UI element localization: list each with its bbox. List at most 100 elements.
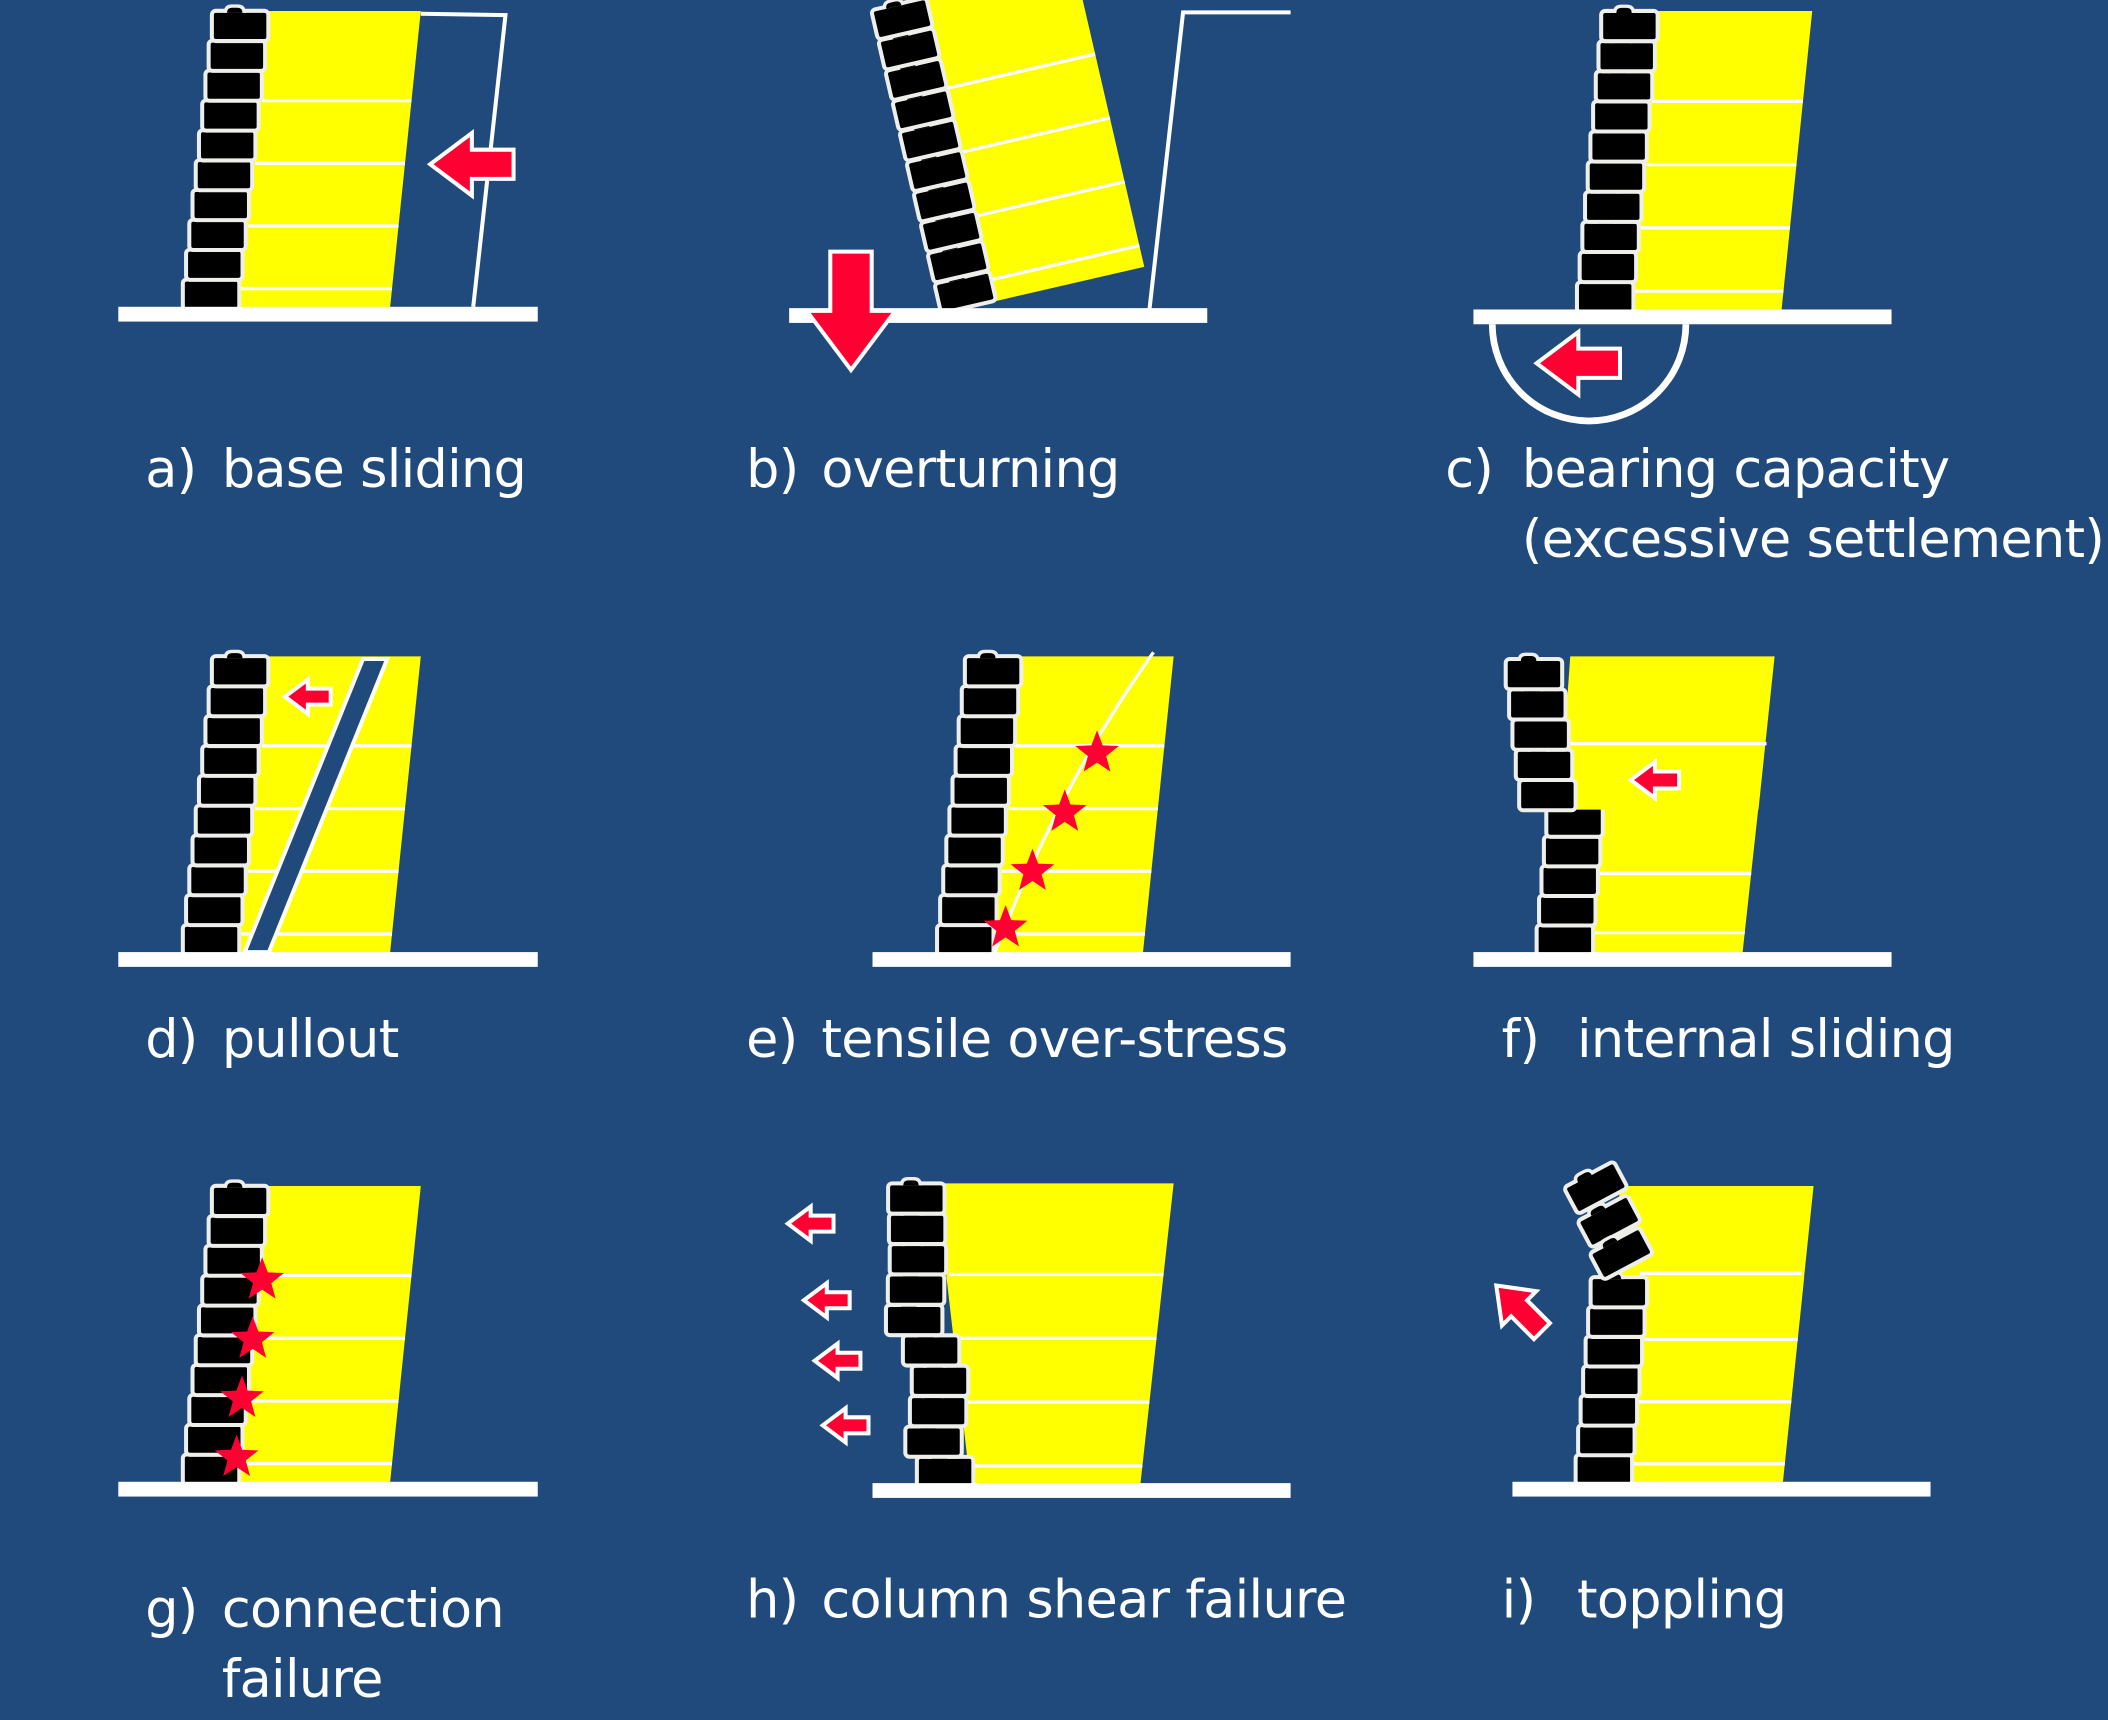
- backslope-outline: [1147, 10, 1291, 310]
- block-body: [907, 1394, 969, 1429]
- facing-block: [869, 0, 935, 41]
- reinforced-fill: [1559, 656, 1775, 810]
- block-connector: [1612, 4, 1636, 14]
- facing-block: [1588, 1270, 1650, 1310]
- block-body: [1503, 656, 1565, 692]
- block-body: [209, 1183, 271, 1219]
- block-connector: [1573, 1168, 1595, 1184]
- block-body: [1593, 69, 1655, 104]
- ground-line: [872, 952, 1291, 967]
- force-arrow-icon: [811, 1339, 863, 1382]
- block-body: [935, 922, 996, 957]
- force-arrow-icon: [1493, 1283, 1553, 1342]
- slip-circle: [1488, 324, 1690, 425]
- label-letter-d: d): [145, 1009, 197, 1070]
- block-body: [1591, 99, 1652, 134]
- force-arrow-icon: [1533, 327, 1623, 399]
- block-body: [903, 1424, 964, 1459]
- block-body: [950, 773, 1011, 808]
- block-body: [180, 922, 242, 957]
- block-body: [1513, 747, 1575, 783]
- failure-surface: [993, 651, 1155, 953]
- block-body: [206, 38, 268, 73]
- block-body: [1574, 279, 1636, 315]
- reinforced-fill: [1629, 1277, 1805, 1485]
- facing-block: [1576, 1194, 1642, 1249]
- block-body: [196, 128, 258, 163]
- reinforced-fill: [236, 1186, 421, 1485]
- failure-star-icon: [230, 1316, 275, 1358]
- block-body: [1507, 687, 1568, 722]
- block-body: [900, 1333, 962, 1368]
- label-text-d: pullout: [222, 1009, 399, 1070]
- failure-star-icon: [983, 905, 1028, 947]
- label-text-h: column shear failure: [821, 1570, 1346, 1631]
- reinforcement-layer: [990, 243, 1140, 282]
- reinforcement-layer: [976, 180, 1126, 218]
- ground-line: [118, 952, 538, 967]
- facing-block: [1599, 4, 1660, 44]
- block-body: [203, 68, 264, 103]
- label-text-c-line2: (excessive settlement): [1522, 509, 2104, 570]
- block-connector: [1599, 1234, 1621, 1250]
- block-body: [914, 1454, 976, 1490]
- block-connector: [899, 1177, 923, 1186]
- failure-wedge-outline: [420, 11, 508, 308]
- facing-block: [1503, 652, 1565, 692]
- reinforcement-layer: [961, 116, 1111, 154]
- ground-line: [118, 1481, 538, 1497]
- label-text-e: tensile over-stress: [821, 1009, 1287, 1070]
- block-connector: [1587, 1202, 1609, 1218]
- block-body: [203, 713, 264, 749]
- block-body: [196, 1303, 258, 1338]
- block-body: [1581, 1363, 1642, 1399]
- block-body: [962, 654, 1024, 689]
- block-body: [885, 1272, 947, 1307]
- block-body: [1576, 1422, 1637, 1458]
- block-body: [1578, 1393, 1640, 1428]
- block-connector: [223, 649, 246, 659]
- failure-star-icon: [1010, 848, 1055, 890]
- block-body: [1588, 129, 1649, 164]
- block-connector: [223, 1179, 246, 1188]
- block-connector: [976, 649, 999, 659]
- block-body: [959, 683, 1021, 719]
- block-body: [1541, 834, 1603, 869]
- block-body: [193, 158, 255, 193]
- ground-line: [1473, 952, 1892, 967]
- block-connector: [882, 0, 905, 10]
- block-body: [887, 1242, 949, 1277]
- block-body: [1534, 922, 1596, 958]
- block-body: [1586, 1304, 1647, 1339]
- block-body: [883, 1302, 945, 1338]
- force-arrow-icon: [281, 675, 333, 718]
- label-letter-f: f): [1502, 1009, 1540, 1070]
- ground-line: [118, 306, 538, 322]
- block-connector: [223, 4, 246, 13]
- facing-block: [1588, 1226, 1654, 1281]
- failure-star-icon: [1042, 789, 1087, 831]
- block-body: [886, 1181, 947, 1216]
- facing-block: [1563, 1160, 1629, 1215]
- label-letter-a: a): [145, 439, 196, 500]
- facing-block: [209, 1179, 271, 1219]
- label-text-g-line2: failure: [222, 1649, 383, 1710]
- block-body: [206, 1213, 268, 1248]
- failure-star-icon: [214, 1434, 259, 1477]
- block-body: [909, 1363, 971, 1398]
- reinforced-fill: [1630, 11, 1813, 313]
- block-connector: [1517, 652, 1540, 662]
- block-body: [200, 743, 261, 778]
- toppled-blocks: [1563, 1160, 1654, 1281]
- block-body: [953, 743, 1015, 778]
- label-text-c-line1: bearing capacity: [1522, 439, 1950, 500]
- block-body: [209, 8, 271, 44]
- block-body: [1539, 863, 1600, 898]
- label-text-i: toppling: [1577, 1570, 1786, 1631]
- block-body: [1599, 8, 1660, 44]
- block-body: [1573, 1452, 1635, 1487]
- displaced-upper-blocks: [1503, 652, 1578, 813]
- block-body: [209, 654, 271, 689]
- label-letter-h: h): [746, 1570, 798, 1631]
